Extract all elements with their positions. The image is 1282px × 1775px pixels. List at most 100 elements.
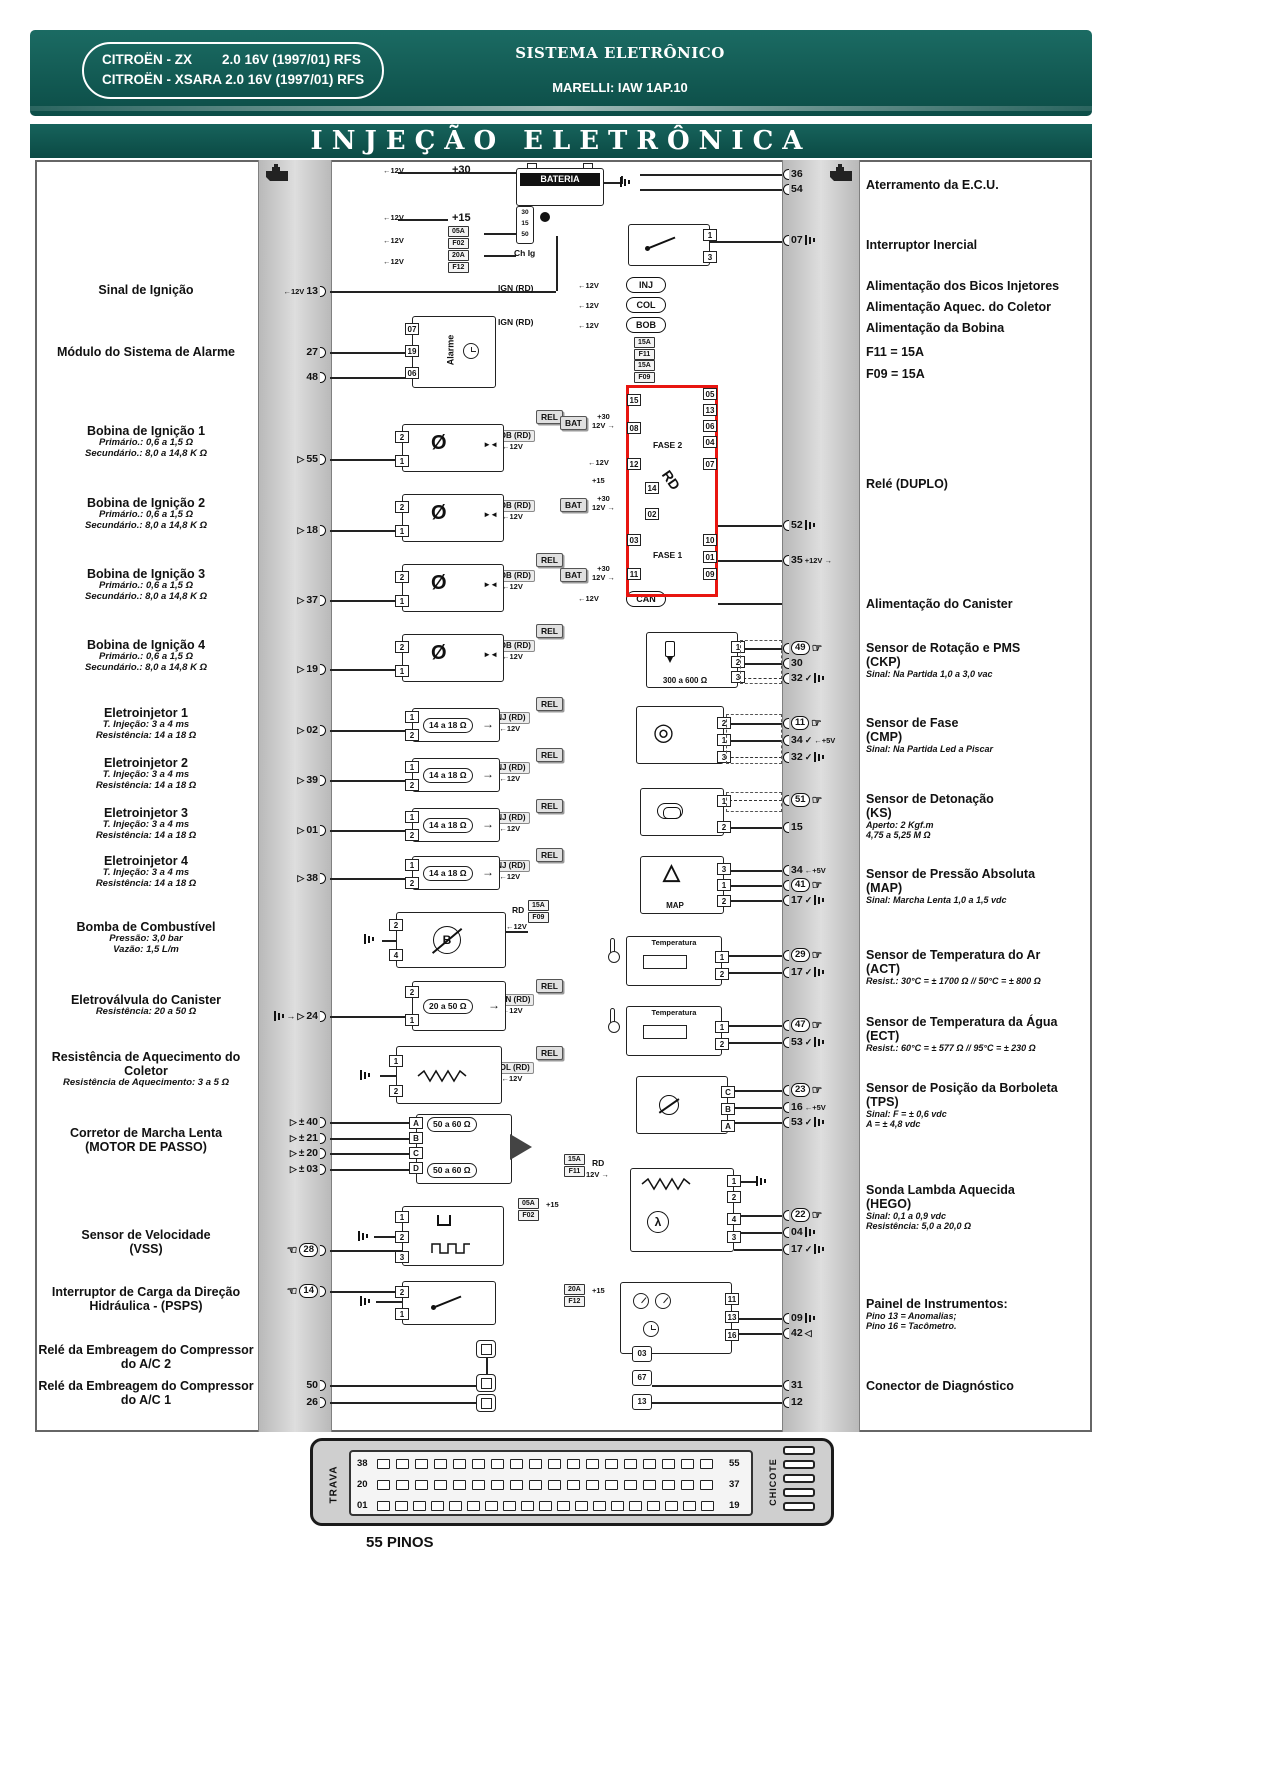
fuse-code: F11 [634, 349, 655, 360]
component-label: Sensor de Posição da Borboleta(TPS)Sinal… [866, 1081, 1092, 1129]
connector-socket-icon [783, 1209, 789, 1221]
battery-terminal [583, 163, 593, 169]
pin-number: 14 [299, 1284, 318, 1298]
ecu-pin-row: 07 [783, 232, 859, 248]
component-label: Sonda Lambda Aquecida(HEGO)Sinal: 0,1 a … [866, 1183, 1092, 1231]
sensor-element-icon [643, 1025, 687, 1039]
harness-slot [783, 1488, 815, 1497]
ignition-coil-3: 2 1 Ø►◄ [395, 564, 504, 612]
ecu-pin-row: 50 [260, 1377, 326, 1393]
hego-pin: 4 [727, 1213, 741, 1225]
component-label: Sinal de Ignição [37, 283, 255, 297]
connector-socket-icon [320, 774, 326, 786]
connector-pin-slot [521, 1501, 534, 1511]
injector-pin: 1 [405, 859, 419, 871]
wire [330, 1402, 476, 1404]
connector-pin-slot [434, 1480, 447, 1490]
fuse-code: F12 [564, 1296, 585, 1307]
tps-sensor: C B A [636, 1076, 735, 1134]
map-pin: 1 [717, 879, 731, 891]
relay-pin: 01 [703, 551, 717, 563]
wire [652, 1402, 782, 1404]
clock-icon [463, 343, 479, 359]
ecu-pin-row: 29☞ [783, 947, 859, 963]
12v-arrow-label: ←12V [499, 774, 521, 783]
ecu-pin-row: 31 [783, 1377, 859, 1393]
ecu-pin-row: 15 [783, 819, 859, 835]
12v-arrow-label: 12V → [592, 503, 615, 513]
square-wave-icon [431, 1243, 470, 1254]
fuse-rating: 20A [564, 1284, 585, 1295]
connector-socket-icon [783, 751, 789, 763]
component-spec: T. Injeção: 3 a 4 ms [102, 819, 190, 830]
fuse-code: F02 [518, 1210, 539, 1221]
wire [640, 174, 782, 176]
5v-arrow-label: ←+5V [804, 865, 826, 875]
12v-arrow-label: ←12V [502, 652, 523, 661]
ecu-pin-row: ▷01 [260, 822, 326, 838]
battery-tag: BAT [560, 498, 587, 512]
component-label: Relé (DUPLO) [866, 477, 1092, 491]
ignition-switch-label: Ch Ig [514, 248, 536, 258]
connector-triangle-icon: ▷ [289, 1132, 297, 1143]
connector-pin-slot [681, 1480, 694, 1490]
connector-pin-slot [567, 1459, 580, 1469]
fase1-label: FASE 1 [653, 550, 683, 560]
thermometer-icon [607, 1008, 620, 1033]
fuse-rating: 15A [634, 337, 655, 348]
ckp-sensor: 300 a 600 Ω 1 2 3 [646, 632, 745, 688]
component-title: Eletroinjetor 2 [103, 756, 189, 770]
12v-arrow-label: ←12V [383, 257, 404, 266]
wire [330, 669, 402, 671]
temperature-label: Temperatura [651, 1008, 697, 1017]
gauge-icon [655, 1293, 671, 1309]
component-title: Sonda Lambda Aquecida [866, 1183, 1015, 1197]
component-title: Corretor de Marcha Lenta [69, 1126, 223, 1140]
component-code: (HEGO) [866, 1197, 912, 1211]
engine-icon [830, 164, 852, 181]
fuse-code: F11 [564, 1166, 585, 1177]
connector-pin-slot [485, 1501, 498, 1511]
diagram-frame [35, 160, 1092, 1432]
inertial-pin: 3 [703, 251, 717, 263]
component-spec: Resist.: 30°C = ± 1700 Ω // 50°C = ± 800… [866, 976, 1041, 986]
component-title: F09 = 15A [866, 367, 925, 381]
wire [380, 1075, 396, 1077]
psps-pin: 2 [395, 1286, 409, 1298]
coil-icon: Ø [431, 642, 447, 664]
idle-stepper-motor: A B C D 50 a 60 Ω 50 a 60 Ω [409, 1114, 512, 1184]
terminal-30: 30 [521, 209, 529, 216]
ground-icon [814, 673, 825, 683]
connector-row-start: 01 [357, 1500, 368, 1511]
fuse-code: F12 [448, 262, 469, 273]
check-icon: ✓ [804, 672, 813, 683]
fuse-rating: 05A [448, 226, 469, 237]
ground-icon [360, 1070, 370, 1080]
injector-pin: 2 [405, 829, 419, 841]
tps-pin: C [721, 1086, 735, 1098]
ecu-pin-row: ▷±21 [260, 1130, 326, 1146]
12v-arrow-label: ←12V [588, 458, 609, 467]
connector-pin-slot [567, 1480, 580, 1490]
wire [604, 182, 622, 184]
coil-pin: 2 [395, 431, 409, 443]
connector-pin-slot [467, 1501, 480, 1511]
wire [730, 1122, 782, 1124]
ecu-pin-row: 17✓ [783, 964, 859, 980]
component-title: Resistência de Aquecimento do Coletor [51, 1050, 241, 1078]
wire [374, 1236, 402, 1238]
component-spec: Primário.: 0,6 a 1,5 Ω [98, 651, 194, 662]
component-spec: Sinal: Marcha Lenta 1,0 a 1,5 vdc [866, 895, 1007, 905]
banner: INJEÇÃO ELETRÔNICA [30, 124, 1092, 158]
shielded-wire [726, 757, 782, 758]
connector-socket-icon [320, 1163, 326, 1175]
ign-rd-label: IGN (RD) [498, 283, 534, 293]
ecu-pin-row: ▷±03 [260, 1161, 326, 1177]
12v-arrow-label: ←12V [578, 281, 599, 290]
connector-socket-icon [783, 183, 789, 195]
